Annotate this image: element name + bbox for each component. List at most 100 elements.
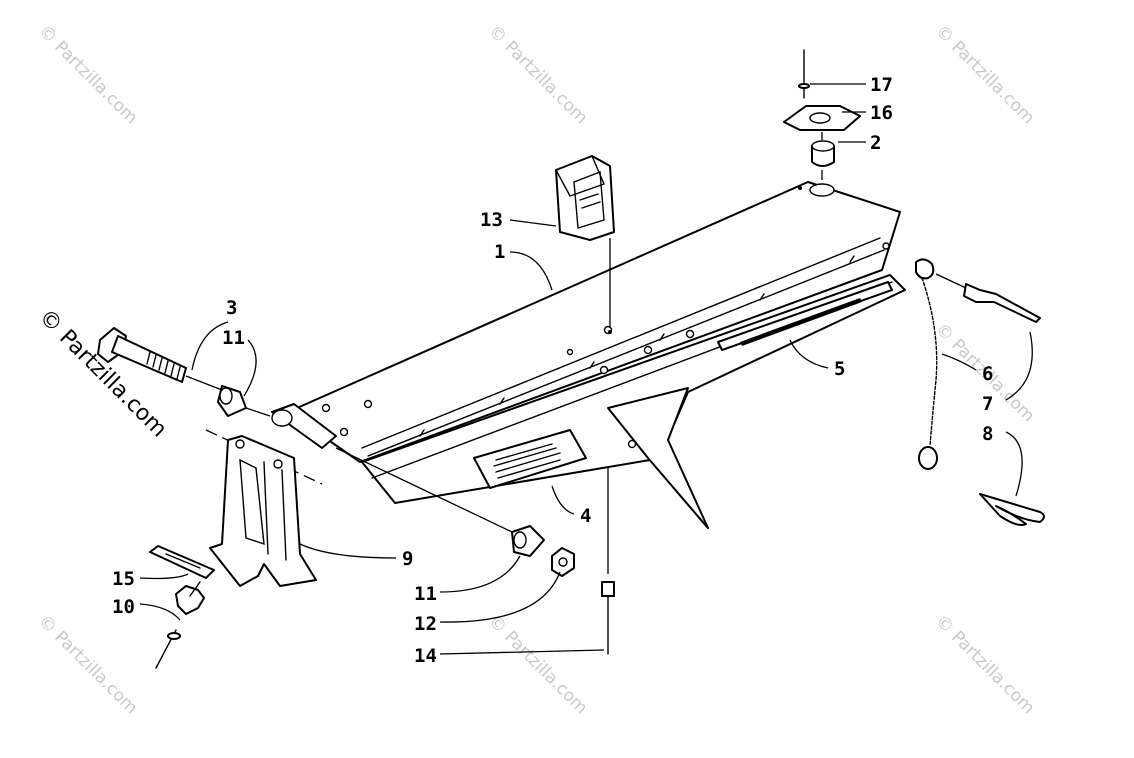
leader-11-lower — [439, 555, 521, 593]
callout-3: 3 — [226, 297, 237, 319]
knob-axis — [189, 581, 201, 597]
slot-plate-slot — [165, 553, 201, 569]
decal-strip-markings — [740, 298, 862, 346]
mount-hole — [566, 348, 574, 356]
watermark: © Partzilla.com — [931, 611, 1038, 718]
bracket-clip-part-13 — [555, 155, 615, 334]
bushing-lower-bore — [513, 531, 527, 549]
lanyard-eyelet-bottom — [918, 446, 938, 470]
bracket-body — [209, 435, 317, 587]
grommet-hole — [809, 183, 835, 197]
nut-bore — [558, 557, 568, 567]
callout-16: 16 — [870, 102, 893, 124]
callout-6: 6 — [982, 363, 993, 385]
callout-labels: 17 16 2 13 1 3 11 5 6 7 8 9 4 15 10 11 1… — [112, 74, 993, 667]
leader-5 — [789, 339, 829, 369]
lanyard-pin-axis — [935, 273, 967, 289]
slot-plate — [149, 545, 215, 579]
bracket-hole — [273, 459, 283, 469]
rivet-17-head — [798, 83, 810, 89]
side-watermark: © Partzilla.com — [34, 305, 172, 443]
leader-10 — [139, 603, 181, 621]
callout-5: 5 — [834, 358, 845, 380]
watermark: © Partzilla.com — [34, 21, 141, 128]
callout-15: 15 — [112, 568, 135, 590]
leader-4 — [551, 485, 575, 515]
mount-hole — [321, 403, 331, 413]
warning-label-part-4 — [473, 429, 587, 489]
bracket-slot — [239, 458, 265, 546]
leader-1 — [509, 251, 553, 291]
warning-label-text-lines — [493, 443, 561, 479]
leader-6 — [941, 353, 977, 371]
slot-plate-part-15 — [149, 545, 215, 579]
callout-14: 14 — [414, 645, 437, 667]
callout-2: 2 — [870, 132, 881, 154]
mount-hole — [363, 399, 373, 409]
pin-axis — [335, 447, 513, 533]
decal-strip-part-5 — [717, 281, 893, 351]
bracket-hole — [235, 439, 245, 449]
rivet-hole — [798, 186, 802, 190]
lanyard-eyelet-top — [915, 258, 935, 280]
bushing-part-11-lower — [511, 525, 545, 557]
pin-rivet-part-14 — [601, 468, 615, 655]
hitch-bar-hinge-line — [361, 237, 881, 449]
bushing-part-11-upper — [217, 385, 271, 417]
leader-3 — [191, 321, 229, 371]
leader-13 — [509, 219, 557, 227]
hitch-pin-7 — [963, 283, 1041, 323]
mount-hole — [882, 242, 890, 250]
bushing-upper-bore — [219, 387, 233, 405]
knob-rivet-head — [167, 632, 181, 640]
mount-hole — [339, 427, 349, 437]
bracket-clip-ridges — [579, 193, 601, 209]
bracket-clip-hole — [608, 330, 612, 334]
knob — [175, 585, 205, 615]
callout-1: 1 — [494, 241, 505, 263]
pin-tube-end — [271, 409, 293, 427]
hitch-bar-hinge-line-2 — [367, 249, 885, 457]
callout-10: 10 — [112, 596, 135, 618]
flange-plate-hole — [809, 112, 831, 124]
bolt-threads — [146, 351, 181, 380]
leader-11-upper — [243, 339, 257, 397]
callout-leaders — [139, 83, 1033, 655]
grommet-2-top — [811, 140, 835, 152]
bolt-shank — [111, 335, 187, 383]
hitch-bracket-part-9 — [209, 435, 317, 587]
leader-7 — [1005, 331, 1033, 401]
knob-part-10 — [155, 581, 205, 669]
bracket-fold — [263, 461, 287, 561]
mount-hole — [627, 439, 637, 449]
callout-4: 4 — [580, 505, 591, 527]
callout-12: 12 — [414, 613, 437, 635]
watermark: © Partzilla.com — [484, 21, 591, 128]
callout-13: 13 — [480, 209, 503, 231]
bracket-clip-inner — [573, 171, 605, 229]
callout-17: 17 — [870, 74, 893, 96]
leader-12 — [439, 571, 561, 623]
warning-label — [473, 429, 587, 489]
hitch-bar-hinge-knuckles — [419, 255, 855, 437]
lanyard-cable-6 — [921, 277, 938, 447]
mount-hole — [599, 365, 609, 375]
bolt-part-3 — [97, 327, 223, 391]
leader-15 — [139, 573, 189, 580]
mount-hole — [643, 345, 653, 355]
callout-9: 9 — [402, 548, 413, 570]
callout-11: 11 — [414, 583, 437, 605]
nut-part-12 — [551, 547, 575, 577]
watermark: © Partzilla.com — [34, 611, 141, 718]
callout-11: 11 — [222, 327, 245, 349]
watermark: © Partzilla.com — [931, 21, 1038, 128]
leader-14 — [439, 649, 605, 655]
bracket-clip-flap — [555, 155, 605, 197]
hitch-bar-vertical-fin — [607, 387, 709, 529]
callout-7: 7 — [982, 393, 993, 415]
decal-strip — [717, 281, 893, 351]
pin-rivet-head — [601, 581, 615, 597]
top-grommet-assembly — [783, 49, 861, 180]
